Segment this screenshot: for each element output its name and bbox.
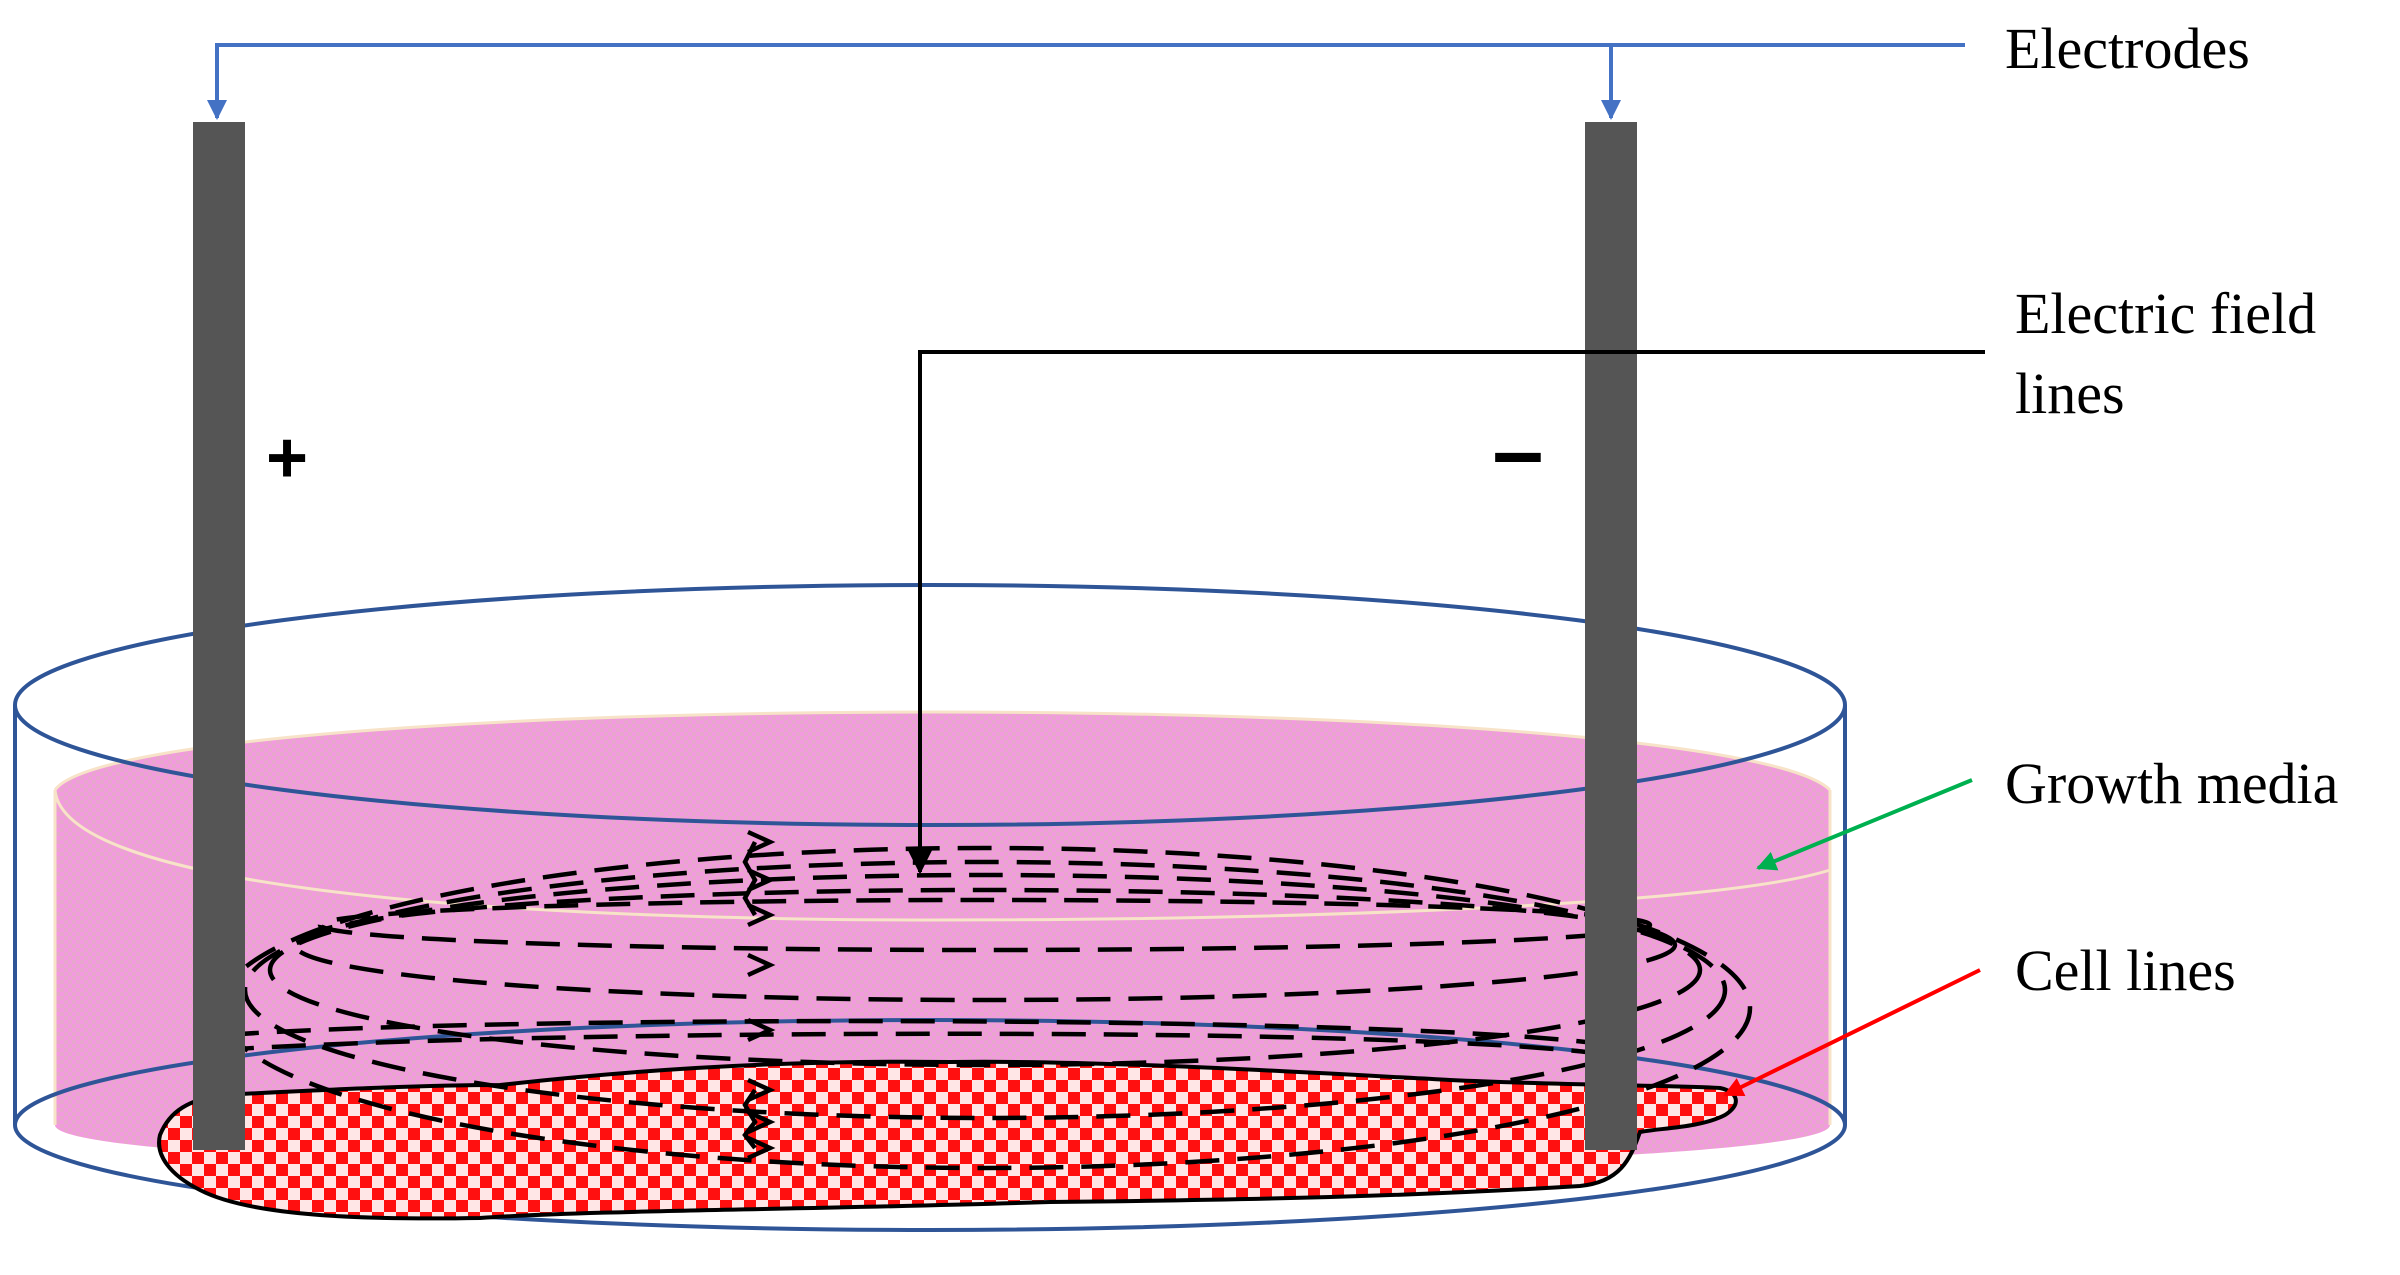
pointer-arrow-icon	[908, 350, 1985, 875]
wire-arrow-icon	[207, 43, 1965, 120]
cell-lines-layer	[157, 1059, 1738, 1221]
field-loop	[292, 887, 1678, 1003]
plus-symbol: +	[266, 418, 308, 498]
chevron-right-icon	[747, 1135, 776, 1161]
negative-electrode	[1585, 122, 1637, 1150]
chevron-right-icon	[747, 902, 776, 928]
electrodes-label: Electrodes	[2005, 16, 2250, 81]
chevron-right-icon	[747, 867, 776, 893]
field-loop	[267, 872, 1703, 1068]
chevron-right-icon	[747, 1017, 776, 1043]
electric-field-label-line1: Electric field	[2015, 281, 2316, 346]
electric-field-label-line2: lines	[2015, 361, 2125, 426]
chevron-right-icon	[747, 952, 776, 978]
field-loop	[317, 897, 1653, 953]
cell-lines-label: Cell lines	[2015, 938, 2236, 1003]
chevron-right-icon	[747, 829, 776, 855]
electrodes	[193, 122, 1637, 1150]
chevron-right-icon	[747, 1109, 776, 1135]
growth-media-arrow	[1756, 778, 1973, 871]
growth-media-label: Growth media	[2005, 751, 2338, 816]
field-direction-arrows	[742, 829, 776, 1161]
cell-lines-arrow	[1723, 968, 1981, 1097]
minus-symbol: –	[1492, 400, 1543, 502]
field-loop	[224, 1018, 1611, 1048]
chevron-right-icon	[747, 1077, 776, 1103]
positive-electrode	[193, 122, 245, 1150]
field-loop	[219, 1031, 1611, 1058]
